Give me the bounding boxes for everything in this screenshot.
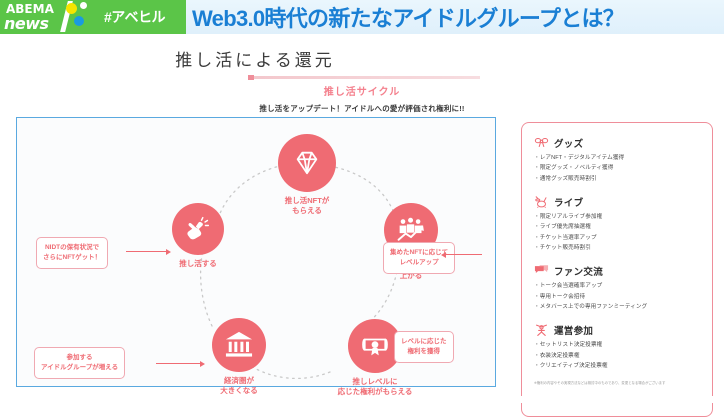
- cycle-node-clap-circle: [172, 203, 224, 255]
- callout-rights-obtained-line1: レベルに応じた: [401, 338, 447, 345]
- people-growth-icon: [397, 217, 424, 241]
- cycle-node-nft-label: 推し活NFTが もらえる: [247, 196, 367, 216]
- arrow-holding-to-clap: [126, 248, 171, 256]
- callout-level-up-line1: 集めたNFTに応じて: [390, 249, 449, 256]
- benefit-item: 通常グッズ販売時割引: [534, 174, 702, 184]
- vote-person-icon: [535, 325, 548, 337]
- title-underline-cap: [248, 75, 254, 80]
- arrow-groups-to-economy: [156, 360, 205, 368]
- benefit-item: 衣装決定投票権: [534, 351, 702, 361]
- callout-more-groups: 参加する アイドルグループが増える: [34, 347, 126, 379]
- benefit-group-management-header: 運営参加: [534, 322, 702, 337]
- benefit-item: メタバース上での専用ファンミーティング: [534, 302, 702, 312]
- cycle-node-nft-label-line1: 推し活NFTが: [284, 196, 330, 205]
- cycle-node-rights-label: 推しレベルに 応じた権利がもらえる: [300, 377, 450, 397]
- benefit-item: 限定リアルライブ参加権: [534, 212, 702, 222]
- cycle-node-clap-label-line1: 推し活する: [179, 259, 217, 268]
- slide-title: 推し活による還元: [175, 51, 335, 70]
- abema-logo-mark: ABEMA news: [4, 1, 100, 33]
- cycle-node-economy-label-line2: 大きくなる: [220, 386, 258, 396]
- cycle-node-clap-label: 推し活する: [138, 259, 258, 269]
- benefit-group-goods-header: グッズ: [534, 135, 702, 150]
- callout-rights-obtained-line2: 権利を獲得: [407, 347, 441, 355]
- cycle-heading: 推し活サイクル: [323, 87, 401, 98]
- logo-text-news: news: [4, 14, 49, 33]
- drumset-icon: [535, 196, 547, 208]
- news-header-bar: ABEMA news #アベヒル Web3.0時代の新たなアイドルグループとは？: [0, 0, 724, 34]
- benefit-group-fan-header: ファン交流: [534, 263, 702, 278]
- callout-nidt-holding: NIDTの保有状況で さらにNFTゲット！: [36, 237, 109, 269]
- benefit-group-live-title: ライブ: [554, 197, 584, 209]
- callout-nidt-holding-line2: さらにNFTゲット！: [43, 253, 102, 261]
- cycle-node-economy-label: 経済圏が 大きくなる: [179, 376, 299, 396]
- benefit-item: トーク会当選確率アップ: [534, 281, 702, 291]
- benefit-item: チケット販売時割引: [534, 243, 702, 253]
- cycle-node-economy-circle: [212, 318, 266, 372]
- callout-level-up: 集めたNFTに応じて レベルアップ: [383, 242, 456, 274]
- logo-dot-blue-icon: [74, 16, 84, 26]
- callout-level-up-line2: レベルアップ: [399, 258, 439, 266]
- benefit-item: 専用トーク会招待: [534, 292, 702, 302]
- program-hashtag: #アベヒル: [104, 9, 166, 25]
- callout-rights-obtained: レベルに応じた 権利を獲得: [394, 331, 454, 363]
- certificate-icon: [362, 338, 388, 356]
- speech-bubble-icon: [534, 265, 549, 274]
- benefit-group-fan-title: ファン交流: [554, 266, 604, 278]
- news-headline: Web3.0時代の新たなアイドルグループとは？: [192, 6, 625, 31]
- arrow-levelup-to-node: [441, 251, 482, 259]
- slide-canvas: 推し活による還元 推し活サイクル 推し活をアップデート！アイドルへの愛が評価され…: [0, 34, 724, 417]
- benefit-group-fan: ファン交流 トーク会当選確率アップ 専用トーク会招待 メタバース上での専用ファン…: [534, 263, 702, 312]
- ribbon-icon: [534, 137, 549, 148]
- cycle-node-rights-label-line1: 推しレベルに: [352, 377, 398, 386]
- cycle-node-rights-label-line2: 応じた権利がもらえる: [337, 387, 413, 397]
- callout-more-groups-line2: アイドルグループが増える: [41, 363, 119, 371]
- bank-icon: [225, 331, 253, 357]
- benefit-group-live-header: ライブ: [534, 194, 702, 209]
- cycle-node-nft-circle: [278, 134, 336, 192]
- benefit-item: レアNFT・デジタルアイテム獲得: [534, 153, 702, 163]
- callout-nidt-holding-line1: NIDTの保有状況で: [44, 244, 100, 251]
- callout-more-groups-line1: 参加する: [66, 354, 93, 361]
- benefit-item: クリエイティブ決定投票権: [534, 361, 702, 371]
- benefit-item: チケット当選率アップ: [534, 233, 702, 243]
- abema-news-logo: ABEMA news #アベヒル: [0, 0, 186, 34]
- benefits-panel: グッズ レアNFT・デジタルアイテム獲得 限定グッズ・ノベルティ獲得 通常グッズ…: [521, 122, 713, 417]
- benefit-item: ライブ優先席抽選権: [534, 222, 702, 232]
- benefits-disclaimer: ※権利の内容やその実現方法などは検討中のものであり、変更となる場合がございます: [534, 381, 666, 386]
- cycle-node-nft-label-line2: もらえる: [292, 206, 322, 216]
- benefit-group-live: ライブ 限定リアルライブ参加権 ライブ優先席抽選権 チケット当選率アップ チケッ…: [534, 194, 702, 253]
- benefit-group-management: 運営参加 セットリスト決定投票権 衣装決定投票権 クリエイティブ決定投票権: [534, 322, 702, 371]
- bottom-letterbox: [0, 396, 724, 403]
- benefit-item: 限定グッズ・ノベルティ獲得: [534, 163, 702, 173]
- cycle-node-economy-label-line1: 経済圏が: [224, 376, 254, 385]
- cycle-node-level-label-line2: 上がる: [399, 271, 423, 281]
- clapping-hands-icon: [187, 216, 210, 240]
- cycle-subheading: 推し活をアップデート！アイドルへの愛が評価され権利に!!: [259, 104, 465, 113]
- benefit-group-goods-title: グッズ: [554, 138, 584, 150]
- benefit-group-goods: グッズ レアNFT・デジタルアイテム獲得 限定グッズ・ノベルティ獲得 通常グッズ…: [534, 135, 702, 184]
- logo-text-abema: ABEMA: [6, 2, 54, 16]
- benefit-group-management-title: 運営参加: [554, 325, 594, 337]
- logo-dot-white-icon: [80, 2, 87, 9]
- title-underline: [248, 76, 480, 79]
- benefit-item: セットリスト決定投票権: [534, 340, 702, 350]
- cycle-node-rights-circle: [348, 319, 402, 373]
- diamond-icon: [296, 151, 318, 175]
- logo-dot-yellow-icon: [66, 3, 77, 14]
